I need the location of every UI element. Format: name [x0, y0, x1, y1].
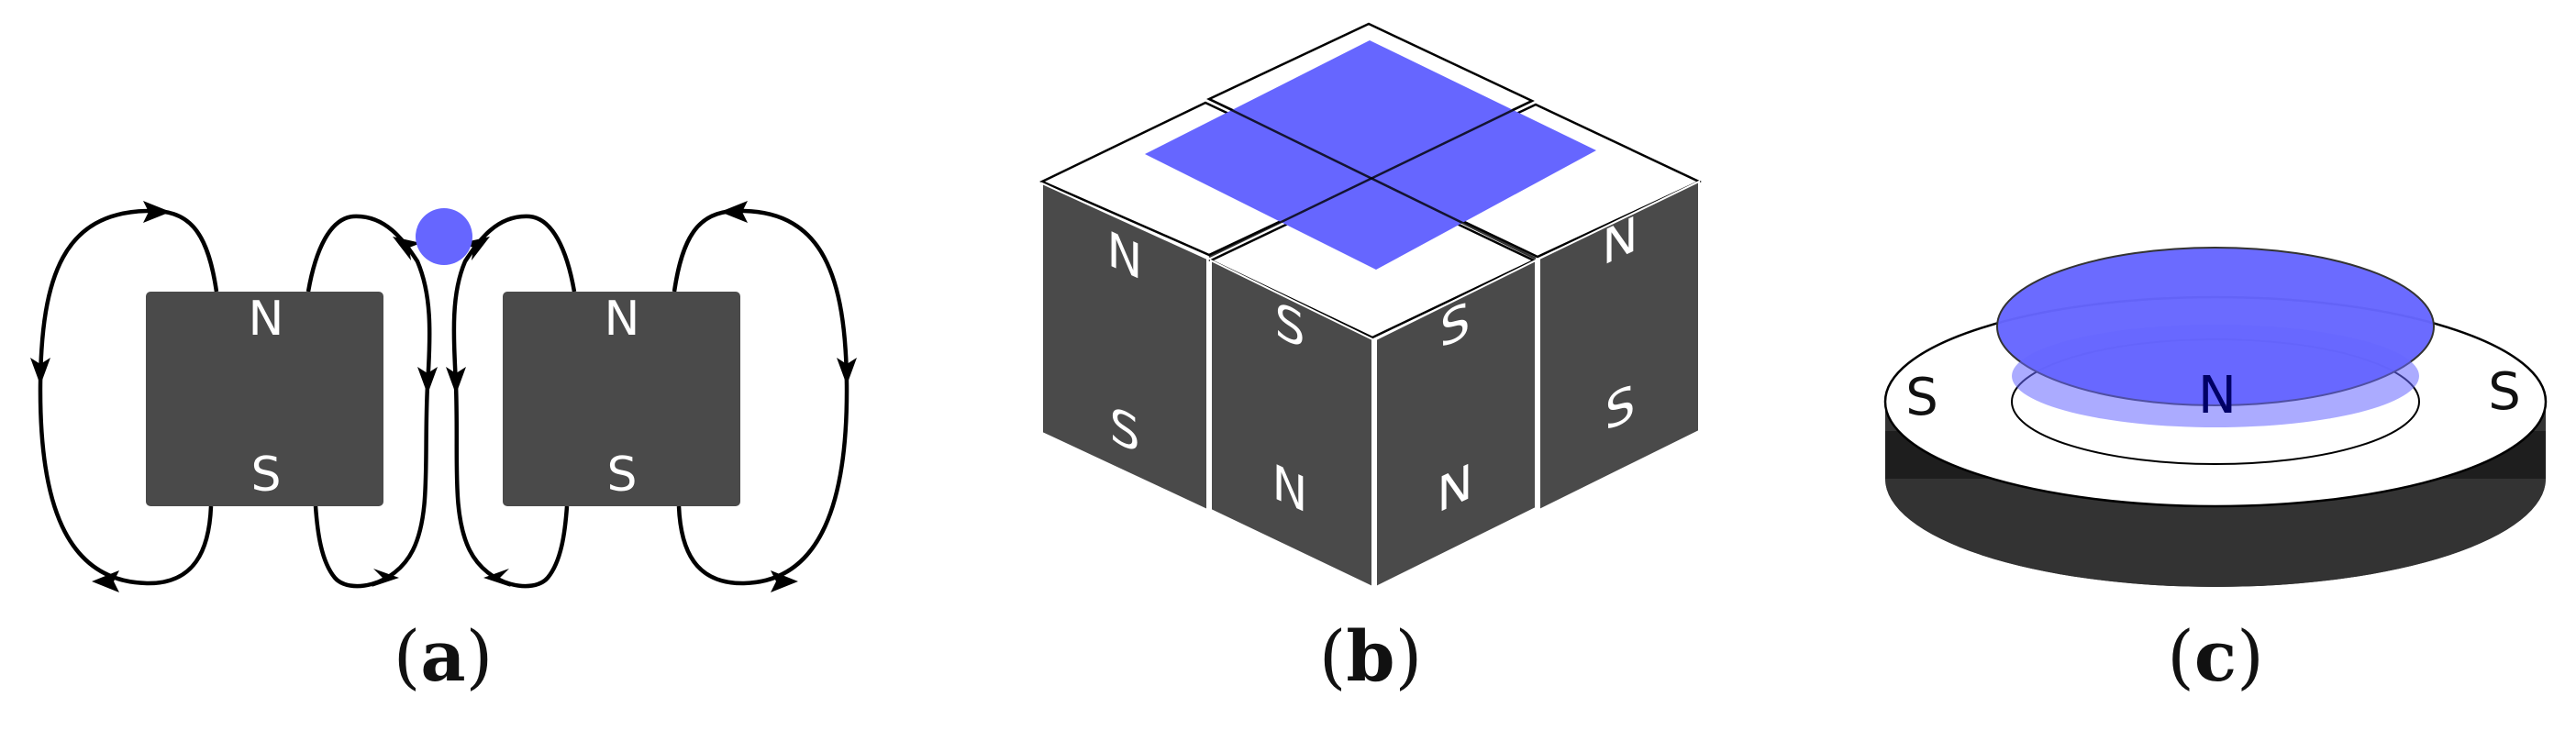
- panel-a-caption: (a): [394, 615, 494, 697]
- disk-center-pole: N: [2198, 366, 2237, 426]
- face-left-inner: [1210, 259, 1373, 589]
- field-lines: [30, 201, 857, 592]
- levitating-particle: [416, 208, 472, 265]
- right-magnet: [503, 292, 740, 506]
- left-magnet-top-pole: N: [249, 292, 284, 347]
- panel-b: N S S N S N N S (b): [1039, 22, 1702, 697]
- field-arrow: [720, 201, 748, 223]
- field-arrow: [417, 367, 438, 394]
- panel-c: S N S (c): [1883, 247, 2548, 697]
- field-arrow: [837, 358, 857, 385]
- levitating-disk-lower: [2012, 325, 2419, 427]
- disk-left-pole: S: [1905, 368, 1938, 427]
- field-arrow: [483, 569, 511, 587]
- superconductor-square: [1145, 40, 1596, 270]
- face-left-outer-lower-pole: S: [1109, 395, 1139, 465]
- left-magnet-bottom-pole: S: [250, 448, 281, 503]
- field-arrow: [30, 358, 50, 385]
- field-arrow: [143, 201, 171, 223]
- panel-a: N S N S (a): [30, 201, 857, 697]
- field-arrow: [393, 237, 421, 260]
- seam-line: [1208, 99, 1533, 259]
- face-left-outer: [1041, 182, 1208, 512]
- face-left-inner-upper-pole: S: [1274, 291, 1305, 360]
- field-arrow: [446, 367, 466, 394]
- face-right-inner: [1375, 259, 1537, 589]
- panel-c-caption: (c): [2167, 615, 2264, 697]
- left-magnet: [146, 292, 383, 506]
- disk-right-pole: S: [2488, 362, 2521, 422]
- face-right-outer: [1538, 180, 1700, 512]
- panel-b-caption: (b): [1319, 615, 1422, 697]
- right-magnet-top-pole: N: [605, 292, 640, 347]
- field-arrow: [771, 570, 798, 592]
- field-arrow: [372, 569, 399, 587]
- right-magnet-bottom-pole: S: [606, 448, 637, 503]
- field-arrow: [92, 570, 119, 592]
